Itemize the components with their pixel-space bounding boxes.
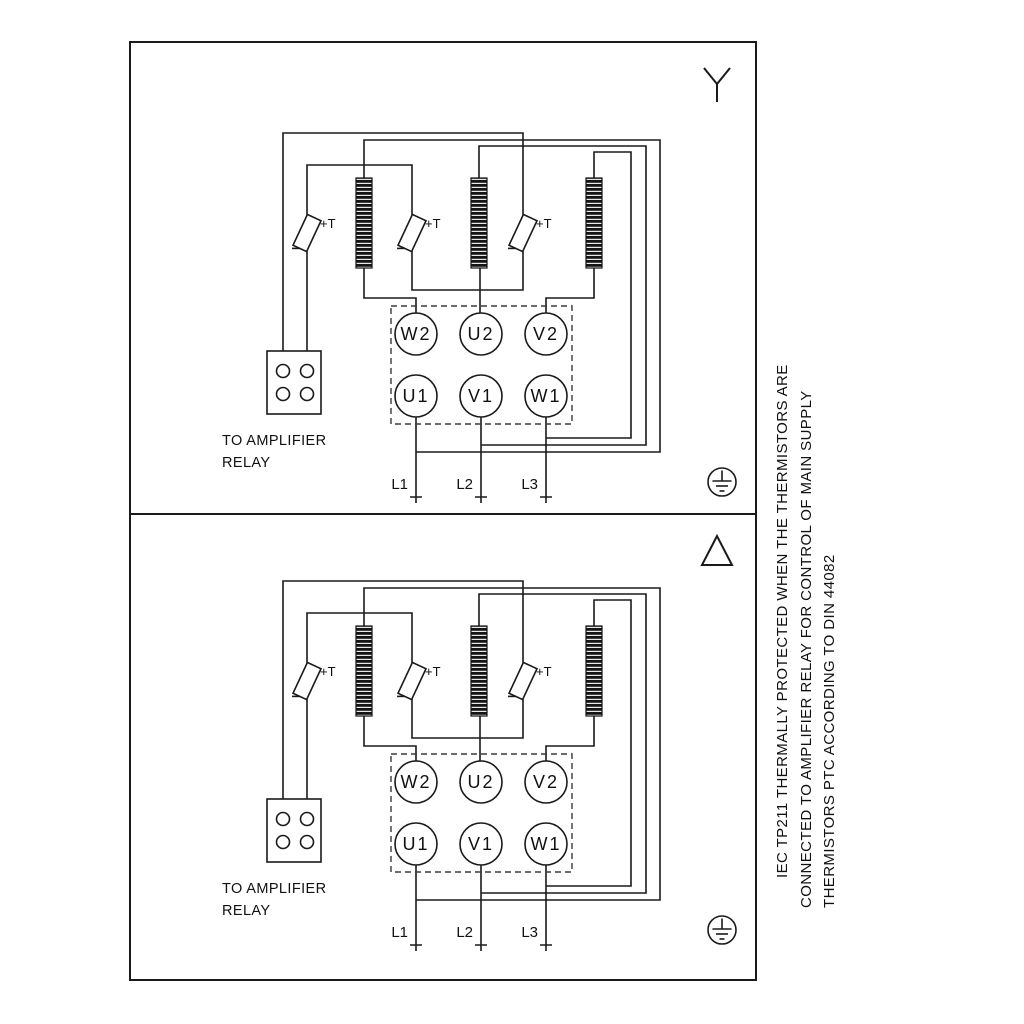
panel-delta: +T +T +T W2 U2 V2 U1 V1 W1 bbox=[222, 533, 737, 951]
terminal-u1-label: U1 bbox=[402, 834, 429, 854]
supply-label-l1: L1 bbox=[391, 476, 408, 493]
amplifier-relay-connector bbox=[266, 350, 322, 415]
terminal-w1: W1 bbox=[524, 822, 568, 866]
thermistor-label-2: +T bbox=[425, 216, 441, 231]
thermistor-3 bbox=[507, 661, 539, 701]
ground-symbol bbox=[707, 915, 737, 945]
terminal-v1-label: V1 bbox=[468, 386, 494, 406]
winding-coil-3 bbox=[585, 625, 603, 717]
amplifier-relay-connector bbox=[266, 798, 322, 863]
terminal-u2: U2 bbox=[459, 760, 503, 804]
terminal-w1-label: W1 bbox=[531, 834, 562, 854]
terminal-w2-label: W2 bbox=[401, 324, 432, 344]
terminal-v2-label: V2 bbox=[533, 772, 559, 792]
terminal-u2-label: U2 bbox=[467, 772, 494, 792]
note-line-3: THERMISTORS PTC ACCORDING TO DIN 44082 bbox=[821, 554, 838, 908]
relay-caption-line-2: RELAY bbox=[222, 455, 270, 471]
delta-symbol bbox=[700, 533, 734, 566]
thermistor-3 bbox=[507, 213, 539, 253]
relay-caption-line-1: TO AMPLIFIER bbox=[222, 433, 326, 449]
thermistor-label-1: +T bbox=[320, 216, 336, 231]
terminal-w2-label: W2 bbox=[401, 772, 432, 792]
thermistor-label-3: +T bbox=[536, 664, 552, 679]
thermistor-2 bbox=[396, 661, 428, 701]
wiring-lines bbox=[282, 580, 661, 951]
supply-label-l1: L1 bbox=[391, 924, 408, 941]
terminal-v2-label: V2 bbox=[533, 324, 559, 344]
terminal-u1-label: U1 bbox=[402, 386, 429, 406]
terminal-w1: W1 bbox=[524, 374, 568, 418]
terminal-v2: V2 bbox=[524, 760, 568, 804]
terminal-w1-label: W1 bbox=[531, 386, 562, 406]
relay-caption-line-2: RELAY bbox=[222, 903, 270, 919]
terminal-v1: V1 bbox=[459, 374, 503, 418]
supply-label-l2: L2 bbox=[456, 924, 473, 941]
star-symbol bbox=[703, 67, 731, 102]
winding-coil-1 bbox=[355, 625, 373, 717]
ground-symbol bbox=[707, 467, 737, 497]
thermistor-label-3: +T bbox=[536, 216, 552, 231]
terminal-u2-label: U2 bbox=[467, 324, 494, 344]
thermistor-1 bbox=[291, 661, 323, 701]
terminal-w2: W2 bbox=[394, 760, 438, 804]
winding-coil-1 bbox=[355, 177, 373, 269]
note-line-1: IEC TP211 THERMALLY PROTECTED WHEN THE T… bbox=[774, 364, 791, 878]
relay-caption-line-1: TO AMPLIFIER bbox=[222, 881, 326, 897]
supply-label-l3: L3 bbox=[521, 924, 538, 941]
winding-coil-2 bbox=[470, 177, 488, 269]
wiring-lines bbox=[282, 132, 661, 503]
terminal-u2: U2 bbox=[459, 312, 503, 356]
thermistor-label-2: +T bbox=[425, 664, 441, 679]
terminal-v1: V1 bbox=[459, 822, 503, 866]
note-line-2: CONNECTED TO AMPLIFIER RELAY FOR CONTROL… bbox=[798, 390, 815, 908]
terminal-w2: W2 bbox=[394, 312, 438, 356]
terminal-board-outline bbox=[390, 753, 573, 873]
terminal-v2: V2 bbox=[524, 312, 568, 356]
thermistor-1 bbox=[291, 213, 323, 253]
winding-coil-2 bbox=[470, 625, 488, 717]
terminal-v1-label: V1 bbox=[468, 834, 494, 854]
figure-border bbox=[129, 41, 757, 981]
terminal-u1: U1 bbox=[394, 374, 438, 418]
panel-star: +T +T +T W2 U2 V2 U1 V1 W1 bbox=[222, 67, 737, 503]
terminal-u1: U1 bbox=[394, 822, 438, 866]
thermistor-2 bbox=[396, 213, 428, 253]
winding-coil-3 bbox=[585, 177, 603, 269]
supply-label-l3: L3 bbox=[521, 476, 538, 493]
terminal-board-outline bbox=[390, 305, 573, 425]
supply-label-l2: L2 bbox=[456, 476, 473, 493]
thermistor-label-1: +T bbox=[320, 664, 336, 679]
